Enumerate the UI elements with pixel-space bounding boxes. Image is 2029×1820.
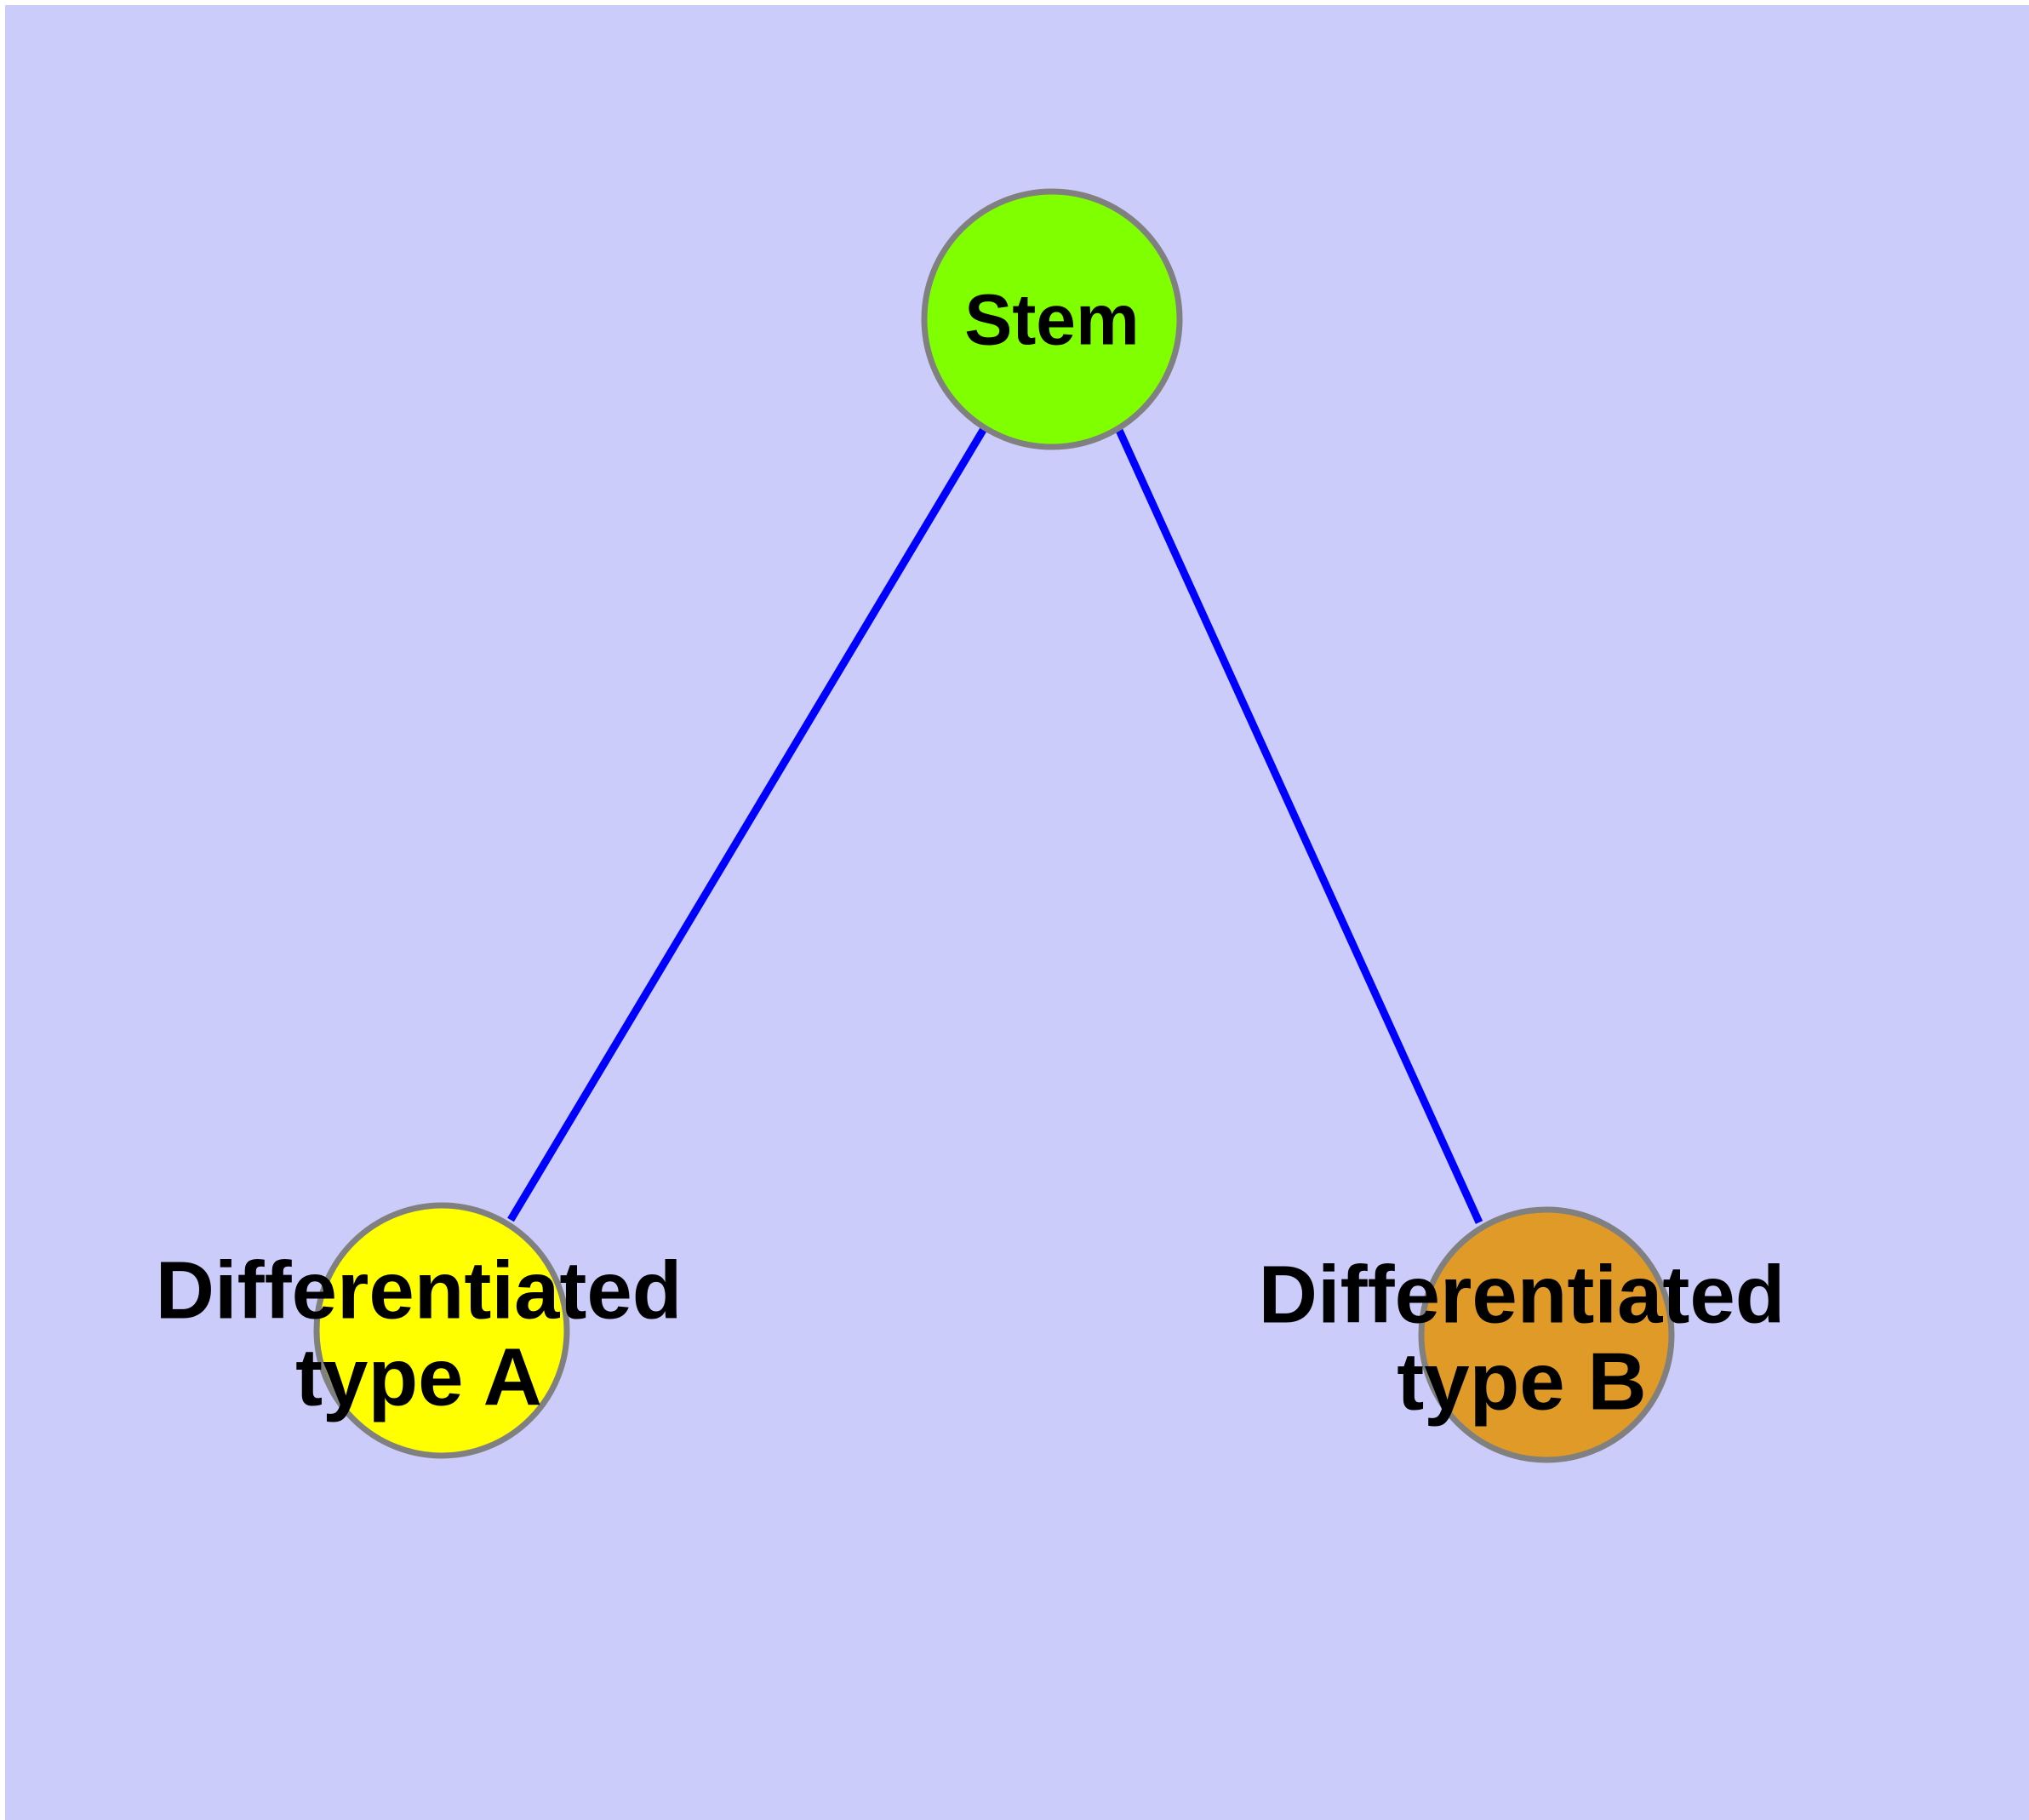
graph-edge[interactable] [507, 425, 988, 1222]
nodes-layer [313, 188, 1675, 1463]
edges-layer [507, 425, 1483, 1224]
graph-node-diff_b[interactable] [1418, 1206, 1675, 1463]
graph-edge[interactable] [1113, 425, 1483, 1224]
graph-node-stem[interactable] [921, 188, 1183, 450]
graph-node-diff_a[interactable] [313, 1202, 570, 1459]
